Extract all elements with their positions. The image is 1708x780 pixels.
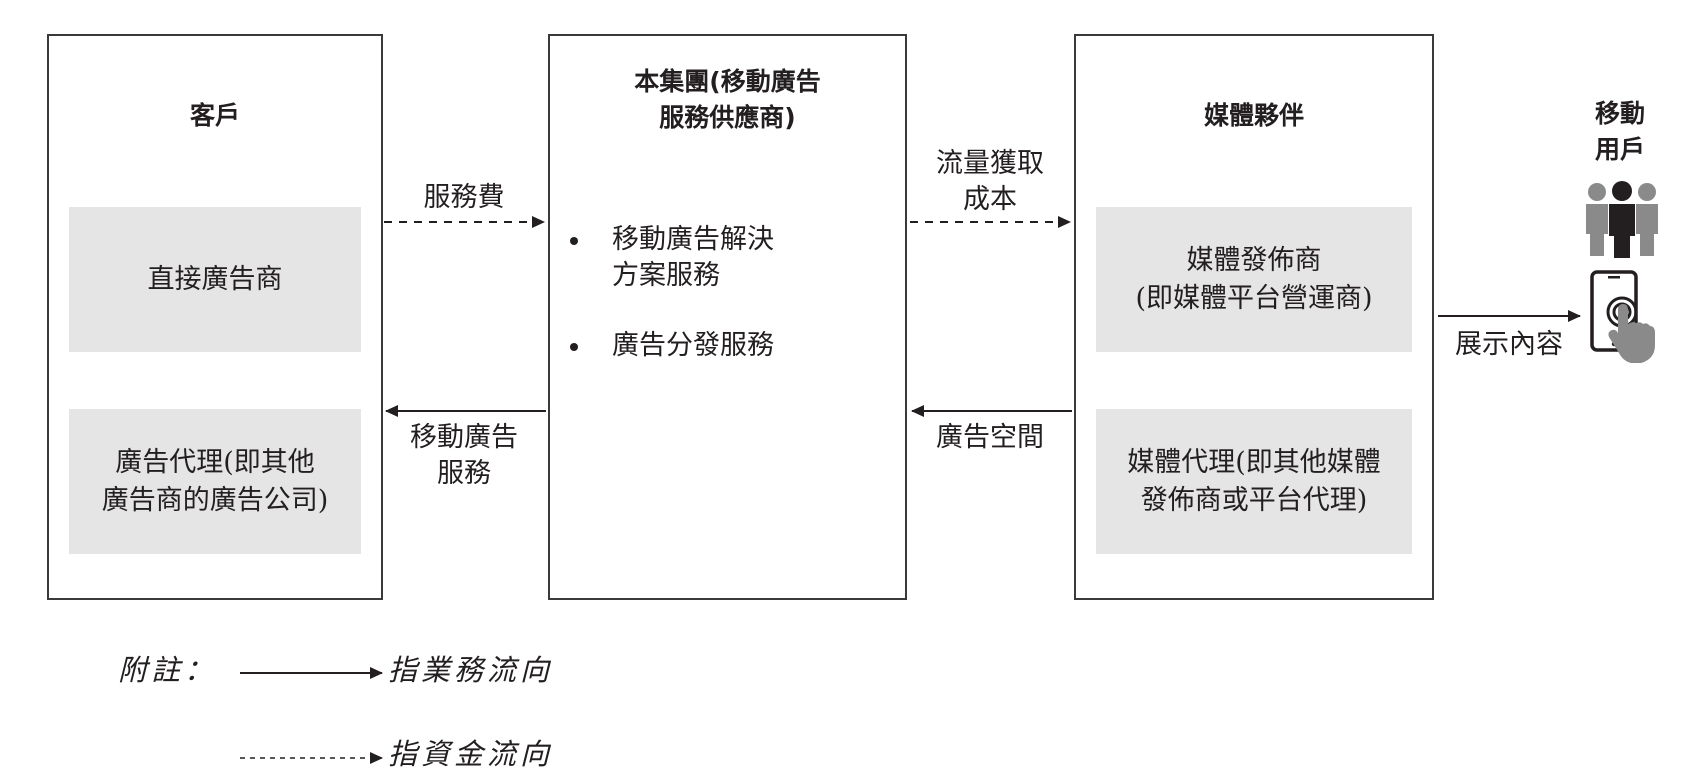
media-agencies-label: 媒體代理(即其他媒體 發佈商或平台代理) — [1127, 446, 1381, 516]
service-fee-label: 服務費 — [423, 182, 505, 213]
client-title: 客戶 — [189, 101, 240, 130]
people-group-icon — [1586, 181, 1658, 258]
legend-fund-flow: 指資金流向 — [388, 737, 554, 771]
group-title: 本集團(移動廣告 服務供應商) — [634, 67, 821, 132]
bullet-icon — [570, 343, 578, 351]
service-item: 廣告分發服務 — [552, 328, 892, 364]
traffic-cost-label: 流量獲取 成本 — [936, 148, 1044, 215]
bullet-icon — [570, 237, 578, 245]
media-publishers-label: 媒體發佈商 (即媒體平台營運商) — [1135, 244, 1373, 314]
legend-business-flow: 指業務流向 — [388, 653, 554, 687]
direct-advertisers-box: 直接廣告商 — [69, 207, 361, 352]
media-partners-box: 媒體夥伴 媒體發佈商 (即媒體平台營運商) 媒體代理(即其他媒體 發佈商或平台代… — [1074, 34, 1434, 600]
phone-touch-icon — [1590, 270, 1655, 363]
service-item: 移動廣告解決 方案服務 — [552, 222, 892, 294]
client-box: 客戶 直接廣告商 廣告代理(即其他 廣告商的廣告公司) — [47, 34, 383, 600]
mobile-user-title: 移動 用戶 — [1594, 99, 1645, 164]
mobile-ad-service-label: 移動廣告 服務 — [410, 422, 518, 489]
group-box: 本集團(移動廣告 服務供應商) 移動廣告解決 方案服務 廣告分發服務 — [548, 34, 907, 600]
display-content-label: 展示內容 — [1455, 329, 1563, 360]
ad-agencies-label: 廣告代理(即其他 廣告商的廣告公司) — [101, 446, 329, 516]
group-services-list: 移動廣告解決 方案服務 廣告分發服務 — [552, 222, 892, 398]
legend-note: 附註： — [118, 653, 218, 687]
ad-agencies-box: 廣告代理(即其他 廣告商的廣告公司) — [69, 409, 361, 554]
ad-space-label: 廣告空間 — [936, 422, 1044, 453]
media-agencies-box: 媒體代理(即其他媒體 發佈商或平台代理) — [1096, 409, 1412, 554]
direct-advertisers-label: 直接廣告商 — [147, 263, 283, 295]
media-publishers-box: 媒體發佈商 (即媒體平台營運商) — [1096, 207, 1412, 352]
media-partners-title: 媒體夥伴 — [1203, 101, 1304, 130]
